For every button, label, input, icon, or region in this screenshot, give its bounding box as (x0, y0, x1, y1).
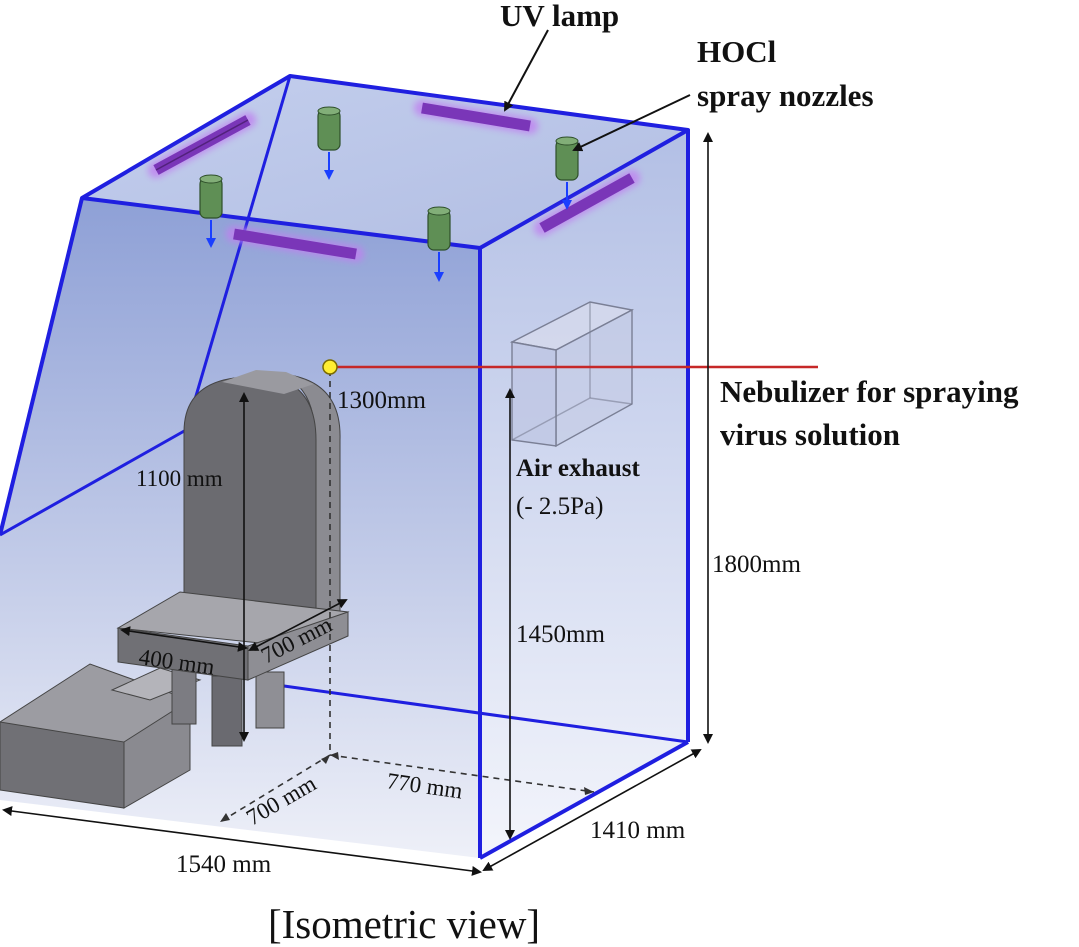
seat-width-line (120, 626, 248, 652)
room-width-line (2, 806, 482, 876)
room-width-label: 1540 mm (176, 851, 272, 878)
hocl-label-line2: spray nozzles (697, 78, 874, 113)
room-depth-line (482, 749, 702, 871)
chamber-side-face (480, 130, 688, 858)
room-depth-label: 1410 mm (590, 817, 686, 844)
spray-nozzles (199, 106, 579, 282)
nebulizer-height-label: 1300mm (337, 387, 426, 414)
uv-lamp-label: UV lamp (500, 0, 619, 33)
chair-back-side (281, 373, 341, 629)
air-exhaust-label: Air exhaust (516, 455, 641, 482)
hocl-label-line1: HOCl (697, 34, 777, 69)
spray-nozzle-4 (555, 136, 579, 210)
nebulizer-point (322, 359, 338, 375)
uv-lamp-4 (226, 226, 364, 262)
nebulizer-label-line1: Nebulizer for spraying (720, 374, 1019, 409)
room-height-label: 1800mm (712, 551, 801, 578)
uv-lamp-2 (414, 100, 538, 134)
uv-lamp-callout-arrow (504, 29, 549, 112)
exhaust-height-label: 1450mm (516, 621, 605, 648)
footrest-side (123, 699, 191, 809)
spray-nozzle-2 (199, 174, 223, 248)
hocl-callout-arrow (572, 94, 691, 152)
chamber-back-edges (0, 75, 689, 744)
chair (0, 370, 350, 809)
uv-lamp-3 (534, 170, 640, 236)
uv-lamps (148, 100, 640, 262)
dimension-lines (2, 132, 713, 876)
chair-back-front (183, 375, 317, 629)
seat-depth-line (248, 599, 348, 651)
chair-leg-back (255, 671, 285, 729)
chair-back-top (222, 370, 314, 394)
seat-back-height-label: 1100 mm (136, 466, 223, 491)
caption: [Isometric view] (268, 901, 540, 947)
spray-nozzle-1 (317, 106, 341, 180)
spray-nozzle-3 (427, 206, 451, 282)
air-exhaust-pressure-label: (- 2.5Pa) (516, 493, 603, 520)
nebulizer-label-line2: virus solution (720, 417, 900, 452)
chair-leg-front (211, 675, 243, 747)
uv-lamp-1 (148, 112, 256, 178)
